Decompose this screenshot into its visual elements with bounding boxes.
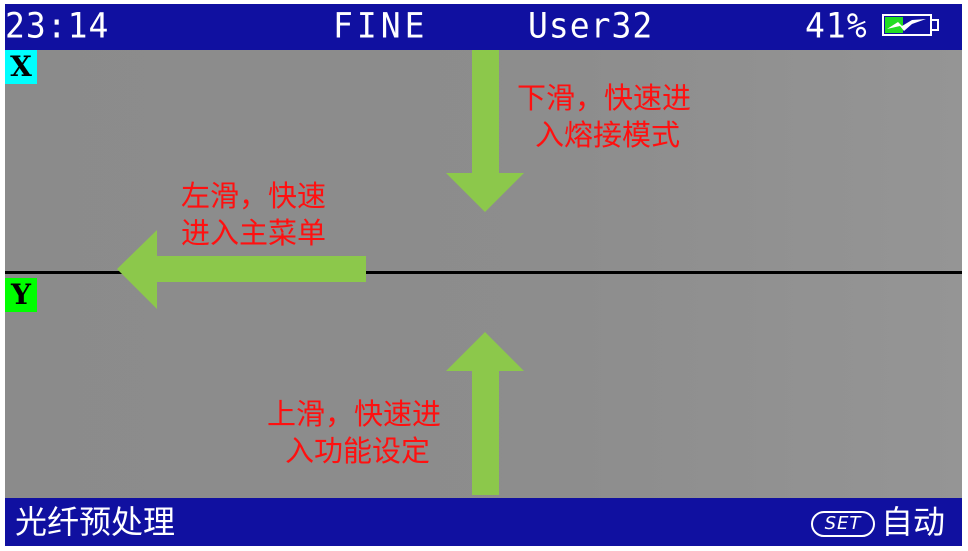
user-profile: User32 [528, 5, 654, 46]
hint-up-line1: 上滑，快速进 [267, 397, 442, 431]
hint-left-line2: 进入主菜单 [181, 216, 327, 250]
hint-left-line1: 左滑，快速 [181, 179, 327, 213]
process-name[interactable]: 光纤预处理 [15, 503, 176, 541]
hint-down-line1: 下滑，快速进 [517, 81, 692, 115]
hint-down-line2: 入熔接模式 [535, 118, 681, 152]
gesture-arrows [117, 50, 524, 495]
battery-charging-icon [882, 14, 939, 36]
hint-swipe-left: 左滑，快速 进入主菜单 [181, 178, 326, 252]
battery-percent: 41% [805, 5, 868, 46]
arrow-down-icon [446, 50, 524, 212]
arrow-left-icon [117, 230, 366, 309]
hint-swipe-up: 上滑，快速进 入功能设定 [267, 396, 441, 470]
fiber-center-line [5, 271, 962, 274]
bottom-bar: 光纤预处理 SET 自动 [5, 498, 962, 546]
hint-up-line2: 入功能设定 [285, 434, 431, 468]
splicer-screen[interactable]: 23:14 FINE User32 41% X Y 下滑，快速进 入熔接模式 左… [5, 4, 962, 546]
set-mode-label[interactable]: 自动 [881, 503, 946, 541]
x-camera-label: X [5, 50, 37, 84]
y-camera-label: Y [5, 278, 37, 312]
arrow-up-icon [446, 332, 524, 495]
set-key-icon[interactable]: SET [811, 511, 875, 537]
splice-mode: FINE [333, 5, 429, 46]
status-bar: 23:14 FINE User32 41% [5, 4, 962, 50]
hint-swipe-down: 下滑，快速进 入熔接模式 [517, 80, 691, 154]
clock: 23:14 [5, 5, 110, 46]
